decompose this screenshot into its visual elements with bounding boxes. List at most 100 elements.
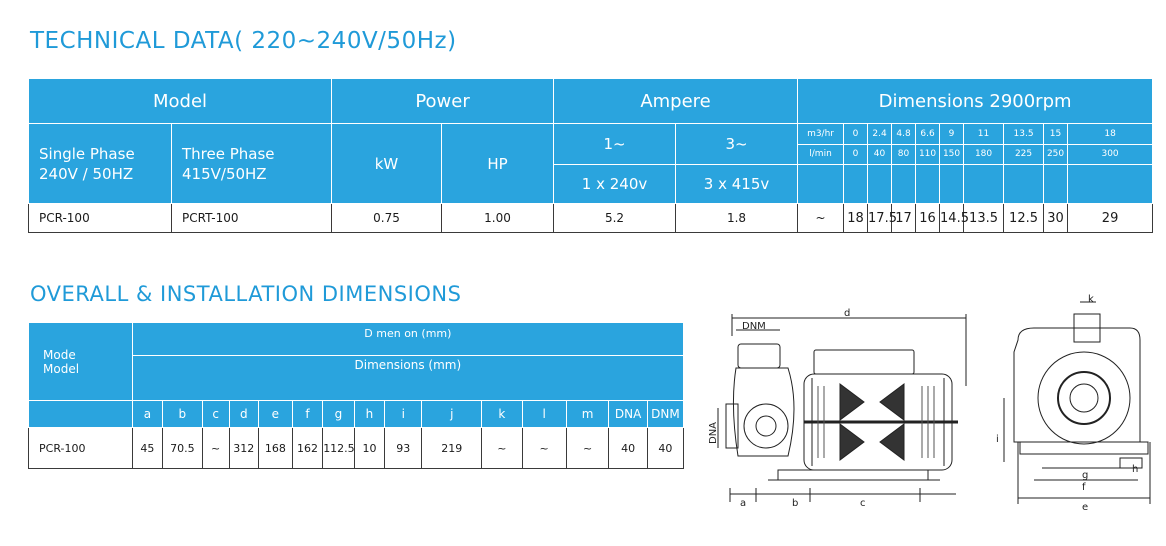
front-casing — [1013, 327, 1141, 443]
single-phase-label: Single Phase — [39, 144, 135, 163]
power-header: Power — [331, 78, 555, 124]
head-value: 16 — [915, 203, 941, 233]
dimension-col-header: g — [322, 400, 355, 428]
head-value: 18 — [843, 203, 869, 233]
m3hr-value: 11 — [963, 123, 1005, 145]
dimension-col-header: DNM — [646, 400, 685, 428]
hp-header: HP — [441, 123, 555, 204]
lmin-value: 0 — [843, 143, 869, 165]
dimension-blank-cell — [963, 164, 1005, 204]
head-value: 13.5 — [963, 203, 1005, 233]
label-i: i — [996, 434, 999, 445]
label-b: b — [792, 498, 798, 509]
dimension-col-header: h — [353, 400, 386, 428]
m3hr-value: 18 — [1067, 123, 1154, 145]
dimension-blank-cell — [939, 164, 965, 204]
dimension-col-header: DNA — [608, 400, 648, 428]
dimension-value: ~ — [481, 427, 523, 469]
head-value: 29 — [1067, 203, 1154, 233]
installation-dimensions-title: OVERALL & INSTALLATION DIMENSIONS — [30, 282, 462, 306]
dimension-blank-cell — [891, 164, 917, 204]
amp-1-spec: 1 x 240v — [553, 164, 677, 204]
three-phase-model: PCRT-100 — [170, 203, 333, 233]
label-k: k — [1088, 294, 1094, 305]
dimension-col-header: j — [421, 400, 483, 428]
m3hr-value: 9 — [939, 123, 965, 145]
ampere-header: Ampere — [553, 78, 799, 124]
dimension-value: ~ — [565, 427, 610, 469]
head-value: 17 — [891, 203, 917, 233]
three-phase-spec: 415V/50HZ — [182, 164, 267, 183]
amp-3-header: 3~ — [675, 123, 799, 165]
label-dnm: DNM — [742, 321, 766, 332]
pump-casing — [732, 367, 795, 457]
dimension-col-header: l — [521, 400, 567, 428]
dimension-value: 219 — [421, 427, 483, 469]
technical-data-table: Model Power Ampere Dimensions 2900rpm Si… — [27, 78, 1154, 233]
label-dna: DNA — [708, 422, 719, 444]
lmin-value: 150 — [939, 143, 965, 165]
label-d: d — [844, 308, 850, 319]
single-phase-spec: 240V / 50HZ — [39, 164, 134, 183]
dimensions-header: Dimensions 2900rpm — [797, 78, 1154, 124]
dimension-value: 10 — [353, 427, 386, 469]
pump-side-view-drawing: d DNM DNA a b c — [708, 308, 967, 509]
three-phase-header: Three Phase 415V/50HZ — [170, 123, 333, 204]
dimension-value: 40 — [608, 427, 648, 469]
head-value: 14.5 — [939, 203, 969, 233]
dimension-col-header: a — [131, 400, 164, 428]
label-c: c — [860, 498, 866, 509]
lmin-value: 110 — [915, 143, 941, 165]
dimension-blank-cell — [1003, 164, 1045, 204]
dimension-col-header: b — [162, 400, 203, 428]
single-phase-header: Single Phase 240V / 50HZ — [28, 123, 172, 204]
model-header: Mode Model — [28, 322, 133, 401]
dimension-value: 40 — [646, 427, 685, 469]
head-value: 12.5 — [1003, 203, 1045, 233]
dimension-blank-cell — [867, 164, 893, 204]
pump-front-view-drawing: k i h g f e — [996, 294, 1151, 513]
lmin-value: 225 — [1003, 143, 1045, 165]
dimension-blank-cell — [915, 164, 941, 204]
m3hr-value: 0 — [843, 123, 869, 145]
installation-dimensions-table: Mode Model D men on (mm) Dimensions (mm)… — [28, 322, 685, 469]
lmin-value: 80 — [891, 143, 917, 165]
label-g: g — [1082, 470, 1088, 481]
kw-header: kW — [331, 123, 443, 204]
kw-value: 0.75 — [331, 203, 443, 233]
lmin-value: 40 — [867, 143, 893, 165]
model-value: PCR-100 — [28, 427, 133, 469]
dimension-value: 162 — [291, 427, 324, 469]
head-tilde: ~ — [797, 203, 845, 233]
dimensions-header: Dimensions (mm) — [131, 355, 685, 401]
dimension-value: 70.5 — [162, 427, 203, 469]
model-label-ghost: Mode — [43, 347, 76, 362]
dimension-blank-cell — [797, 164, 845, 204]
dimension-value: 93 — [384, 427, 423, 469]
dimension-value: 45 — [131, 427, 164, 469]
amp-3-spec: 3 x 415v — [675, 164, 799, 204]
table-row: PCR-100 45 70.5 ~ 312 168 162 112.5 10 9… — [28, 427, 685, 469]
dimension-blank-cell — [843, 164, 869, 204]
m3hr-value: 2.4 — [867, 123, 893, 145]
dimension-col-header: i — [384, 400, 423, 428]
dimension-value: 168 — [257, 427, 293, 469]
dimension-value: ~ — [521, 427, 567, 469]
base-plate — [777, 469, 929, 481]
outlet-flange — [737, 343, 781, 369]
dimension-col-header: k — [481, 400, 523, 428]
label-f: f — [1082, 482, 1086, 493]
dimension-value: 112.5 — [322, 427, 355, 469]
dimension-col-header: c — [201, 400, 230, 428]
model-header-blank — [28, 400, 133, 428]
head-value: 30 — [1043, 203, 1069, 233]
amp-1-value: 5.2 — [553, 203, 677, 233]
dimension-blank-cell — [1067, 164, 1154, 204]
model-header: Model — [27, 78, 333, 124]
model-label: Model — [43, 361, 80, 376]
m3hr-value: 4.8 — [891, 123, 917, 145]
m3hr-value: 15 — [1043, 123, 1069, 145]
foot-front — [1019, 441, 1149, 455]
m3hr-label: m3/hr — [797, 123, 845, 145]
amp-3-value: 1.8 — [675, 203, 799, 233]
